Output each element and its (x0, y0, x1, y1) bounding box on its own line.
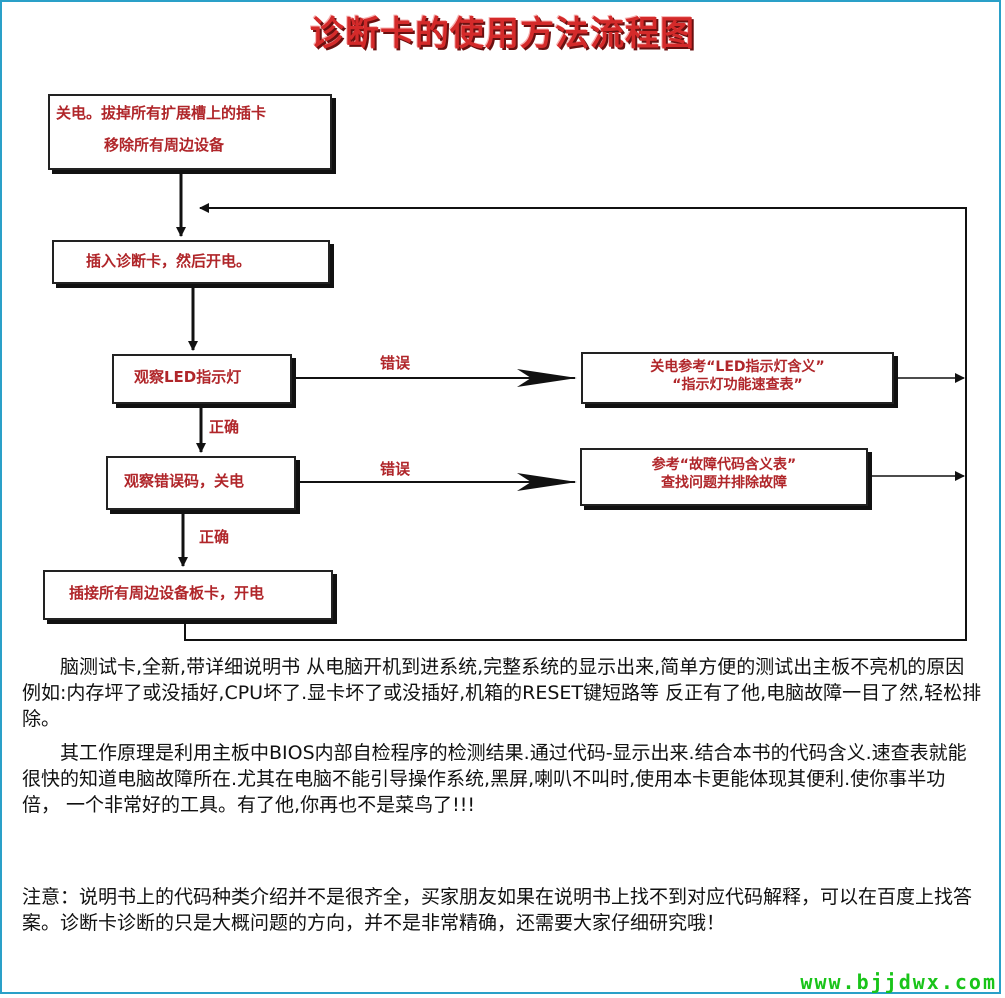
label-error-1: 错误 (380, 354, 411, 372)
site-watermark: www.bjjdwx.com (800, 970, 997, 994)
label-correct-2: 正确 (199, 528, 230, 546)
step5-text: 插接所有周边设备板卡，开电 (69, 584, 265, 602)
error-code-reference-box: 参考“故障代码含义表” 查找问题并排除故障 (580, 448, 868, 506)
step-observe-error-code-box: 观察错误码，关电 (106, 456, 296, 510)
step-power-off-box: 关电。拔掉所有扩展槽上的插卡 移除所有周边设备 (48, 94, 332, 170)
diagram-title: 诊断卡的使用方法流程图 (310, 14, 695, 54)
err2-line2: 查找问题并排除故障 (661, 475, 787, 492)
step-reconnect-box: 插接所有周边设备板卡，开电 (43, 570, 333, 620)
description-paragraph-1: 脑测试卡,全新,带详细说明书 从电脑开机到进系统,完整系统的显示出来,简单方便的… (22, 656, 982, 730)
step1-line1: 关电。拔掉所有扩展槽上的插卡 (56, 104, 267, 122)
step3-text: 观察LED指示灯 (134, 368, 242, 386)
error-led-reference-box: 关电参考“LED指示灯含义” “指示灯功能速查表” (581, 352, 894, 404)
note-paragraph: 注意：说明书上的代码种类介绍并不是很齐全，买家朋友如果在说明书上找不到对应代码解… (22, 886, 973, 934)
step1-line2: 移除所有周边设备 (104, 135, 225, 154)
step4-text: 观察错误码，关电 (124, 472, 245, 490)
label-error-2: 错误 (380, 460, 411, 478)
err1-line2: “指示灯功能速查表” (672, 377, 803, 394)
step-observe-led-box: 观察LED指示灯 (112, 354, 292, 404)
err1-line1: 关电参考“LED指示灯含义” (650, 359, 825, 375)
err2-line1: 参考“故障代码含义表” (651, 457, 797, 473)
description-paragraph-2: 其工作原理是利用主板中BIOS内部自检程序的检测结果.通过代码-显示出来.结合本… (22, 742, 967, 816)
loop-back-line (184, 203, 967, 641)
step-insert-card-box: 插入诊断卡，然后开电。 (52, 240, 330, 284)
label-correct-1: 正确 (209, 418, 240, 436)
step2-text: 插入诊断卡，然后开电。 (86, 252, 252, 270)
